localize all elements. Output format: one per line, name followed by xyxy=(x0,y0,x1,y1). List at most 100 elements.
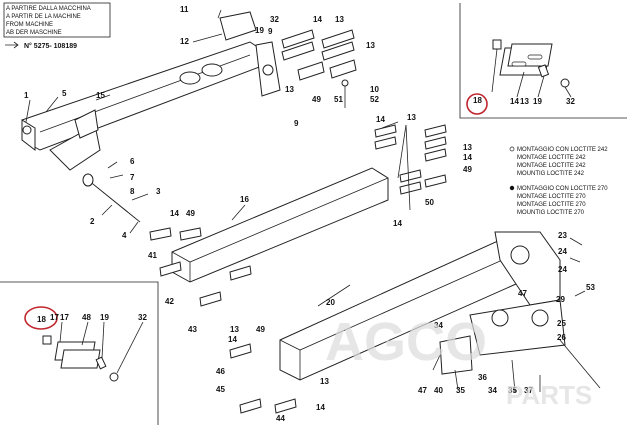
beam-frame-upper xyxy=(21,41,263,171)
label-43: 43 xyxy=(188,325,197,334)
label-49-c: 49 xyxy=(463,165,472,174)
label-25: 25 xyxy=(557,319,566,328)
open-dot-icon xyxy=(509,146,515,152)
label-34-a: 34 xyxy=(434,321,443,330)
beam-telescopic-middle xyxy=(171,167,389,283)
label-14-h: 14 xyxy=(510,97,519,106)
label-32-a: 32 xyxy=(270,15,279,24)
label-24-a: 24 xyxy=(558,247,567,256)
filled-dot-icon xyxy=(509,185,515,191)
callout-ref: 18 xyxy=(473,96,482,105)
arrow-right-icon xyxy=(5,41,19,49)
legend-242-1: MONTAGGIO CON LOCTITE 242 xyxy=(517,147,608,153)
label-19-a: 19 xyxy=(255,26,264,35)
label-53: 53 xyxy=(586,283,595,292)
label-14-g: 14 xyxy=(316,403,325,412)
loctite-legend: MONTAGGIO CON LOCTITE 242 MONTAGE LOCTIT… xyxy=(509,146,608,216)
shaft-pin xyxy=(82,173,141,223)
label-14-e: 14 xyxy=(170,209,179,218)
label-19-c: 19 xyxy=(533,97,542,106)
label-36: 36 xyxy=(478,373,487,382)
label-29: 29 xyxy=(556,295,565,304)
inset-top-right: 18 xyxy=(459,3,627,119)
label-13-c: 13 xyxy=(285,85,294,94)
wear-pads-top xyxy=(281,29,357,81)
label-52: 52 xyxy=(370,95,379,104)
legend-270-1: MONTAGGIO CON LOCTITE 270 xyxy=(517,186,608,192)
label-35-b: 35 xyxy=(508,386,517,395)
bolt-part xyxy=(341,79,349,108)
bracket-lower-right xyxy=(439,299,601,389)
label-45: 45 xyxy=(216,385,225,394)
label-20: 20 xyxy=(326,298,335,307)
label-26: 26 xyxy=(557,333,566,342)
label-13-b: 13 xyxy=(366,41,375,50)
label-13-g: 13 xyxy=(320,377,329,386)
label-14-a: 14 xyxy=(313,15,322,24)
wear-pads-right xyxy=(374,124,447,195)
label-41: 41 xyxy=(148,251,157,260)
bracket-top xyxy=(219,11,281,97)
header-line-4: AB DER MASCHINE xyxy=(6,30,62,36)
callout-ref: 18 xyxy=(37,315,46,324)
label-14-b: 14 xyxy=(376,115,385,124)
label-11: 11 xyxy=(180,5,189,14)
label-48: 48 xyxy=(82,313,91,322)
label-9-top: 9 xyxy=(268,27,273,36)
label-13-a: 13 xyxy=(335,15,344,24)
label-49-b: 49 xyxy=(186,209,195,218)
label-46: 46 xyxy=(216,367,225,376)
label-34-b: 34 xyxy=(488,386,497,395)
label-32-b: 32 xyxy=(138,313,147,322)
label-47-b: 47 xyxy=(418,386,427,395)
label-4: 4 xyxy=(122,231,127,240)
label-47-a: 47 xyxy=(518,289,527,298)
label-51: 51 xyxy=(334,95,343,104)
serial-range: N° 5275- 108189 xyxy=(24,42,77,50)
beam-telescopic-lower xyxy=(279,231,561,381)
label-17-b: 17 xyxy=(50,313,59,322)
leader-lines xyxy=(25,9,586,393)
label-35-a: 35 xyxy=(456,386,465,395)
label-37: 37 xyxy=(524,386,533,395)
label-14-c: 14 xyxy=(463,153,472,162)
label-8: 8 xyxy=(130,187,135,196)
machine-serial-header: A PARTIRE DALLA MACCHINA A PARTIR DE LA … xyxy=(3,2,111,50)
label-42: 42 xyxy=(165,297,174,306)
header-line-3: FROM MACHINE xyxy=(6,22,53,28)
legend-270-4: MOUNTIG LOCTITE 270 xyxy=(517,210,585,216)
legend-242-2: MONTAGE LOCTITE 242 xyxy=(517,155,586,161)
header-line-2: A PARTIR DE LA MACHINE xyxy=(6,14,81,20)
label-13-h: 13 xyxy=(520,97,529,106)
label-6: 6 xyxy=(130,157,135,166)
label-13-d: 13 xyxy=(407,113,416,122)
label-13-e: 13 xyxy=(463,143,472,152)
label-5: 5 xyxy=(62,89,67,98)
label-49-d: 49 xyxy=(256,325,265,334)
part-labels: 1 2 3 4 5 6 7 8 9 9 10 11 12 13 13 13 13… xyxy=(24,5,595,423)
watermark-line-1: AGCO xyxy=(325,312,487,372)
label-12: 12 xyxy=(180,37,189,46)
label-16: 16 xyxy=(240,195,249,204)
legend-270-2: MONTAGE LOCTITE 270 xyxy=(517,194,586,200)
callout-circle xyxy=(24,306,58,330)
watermark: AGCO PARTS xyxy=(325,312,592,410)
label-7: 7 xyxy=(130,173,135,182)
label-14-f: 14 xyxy=(228,335,237,344)
label-15: 15 xyxy=(96,91,105,100)
legend-242-4: MOUNTIG LOCTITE 242 xyxy=(517,171,585,177)
label-14-d: 14 xyxy=(393,219,402,228)
legend-270-3: MONTAGE LOCTITE 270 xyxy=(517,202,586,208)
label-9-mid: 9 xyxy=(294,119,299,128)
label-1: 1 xyxy=(24,91,29,100)
nut-part xyxy=(492,39,502,50)
label-49-a: 49 xyxy=(312,95,321,104)
header-line-1: A PARTIRE DALLA MACCHINA xyxy=(6,6,91,12)
label-32-c: 32 xyxy=(566,97,575,106)
label-50: 50 xyxy=(425,198,434,207)
label-10: 10 xyxy=(370,85,379,94)
inset-bottom-left: 18 xyxy=(0,281,159,425)
label-13-f: 13 xyxy=(230,325,239,334)
label-40: 40 xyxy=(434,386,443,395)
